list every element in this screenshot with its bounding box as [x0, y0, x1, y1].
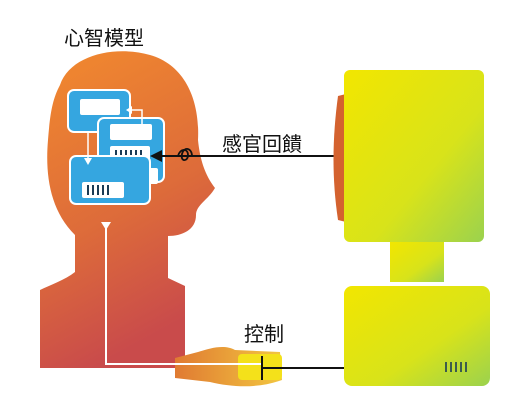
eye-squiggle — [177, 148, 193, 162]
sensory-feedback-label: 感官回饋 — [222, 132, 302, 156]
diagram-title: 心智模型 — [64, 26, 144, 50]
monitor-screen — [344, 70, 484, 242]
computer-base — [344, 286, 490, 386]
monitor-side — [333, 94, 346, 222]
control-path — [105, 222, 262, 365]
monitor-stand — [390, 242, 444, 282]
feedback-arrowhead — [150, 150, 162, 162]
control-arrowhead — [101, 222, 111, 230]
computer-vent — [445, 362, 467, 372]
controller-device — [238, 354, 282, 380]
control-label: 控制 — [244, 322, 284, 346]
mental-model-boxes — [67, 89, 165, 205]
